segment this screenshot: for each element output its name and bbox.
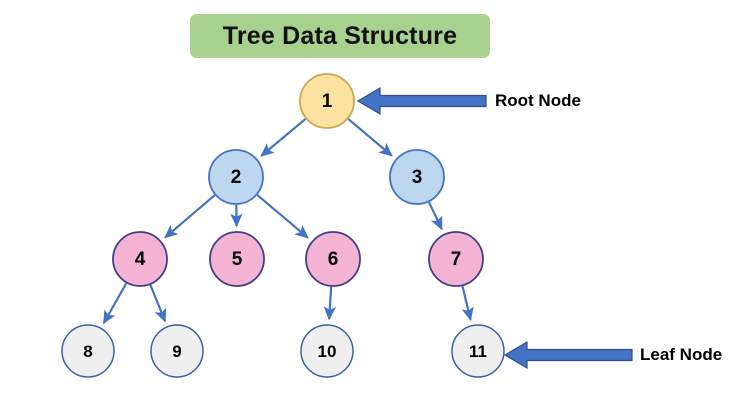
root-callout-arrow-icon xyxy=(356,86,487,116)
tree-node-9[interactable] xyxy=(150,324,204,378)
diagram-title-box: Tree Data Structure xyxy=(190,14,490,58)
tree-node-2[interactable] xyxy=(208,149,264,205)
tree-node-6[interactable] xyxy=(305,231,361,287)
tree-edge xyxy=(260,118,307,157)
page-title: Tree Data Structure xyxy=(222,21,458,50)
tree-edge xyxy=(256,194,309,239)
tree-edges xyxy=(102,118,474,325)
tree-node-7[interactable] xyxy=(428,231,484,287)
tree-edge xyxy=(102,282,128,325)
callout-arrows xyxy=(356,86,633,370)
tree-node-5[interactable] xyxy=(209,231,265,287)
tree-node-4[interactable] xyxy=(112,231,168,287)
tree-edge xyxy=(149,284,167,323)
tree-nodes xyxy=(61,73,505,378)
tree-edge xyxy=(461,285,474,322)
tree-node-11[interactable] xyxy=(451,324,505,378)
leaf-callout-arrow-icon xyxy=(503,340,633,370)
leaf-callout-label: Leaf Node xyxy=(640,345,723,364)
tree-edge xyxy=(428,201,443,231)
tree-edge xyxy=(164,194,216,239)
tree-node-3[interactable] xyxy=(389,149,445,205)
tree-edge xyxy=(323,286,337,321)
tree-node-10[interactable] xyxy=(300,324,354,378)
root-callout-label: Root Node xyxy=(495,91,581,110)
tree-node-1[interactable] xyxy=(299,73,355,129)
tree-node-8[interactable] xyxy=(61,324,115,378)
tree-edge xyxy=(347,118,393,157)
